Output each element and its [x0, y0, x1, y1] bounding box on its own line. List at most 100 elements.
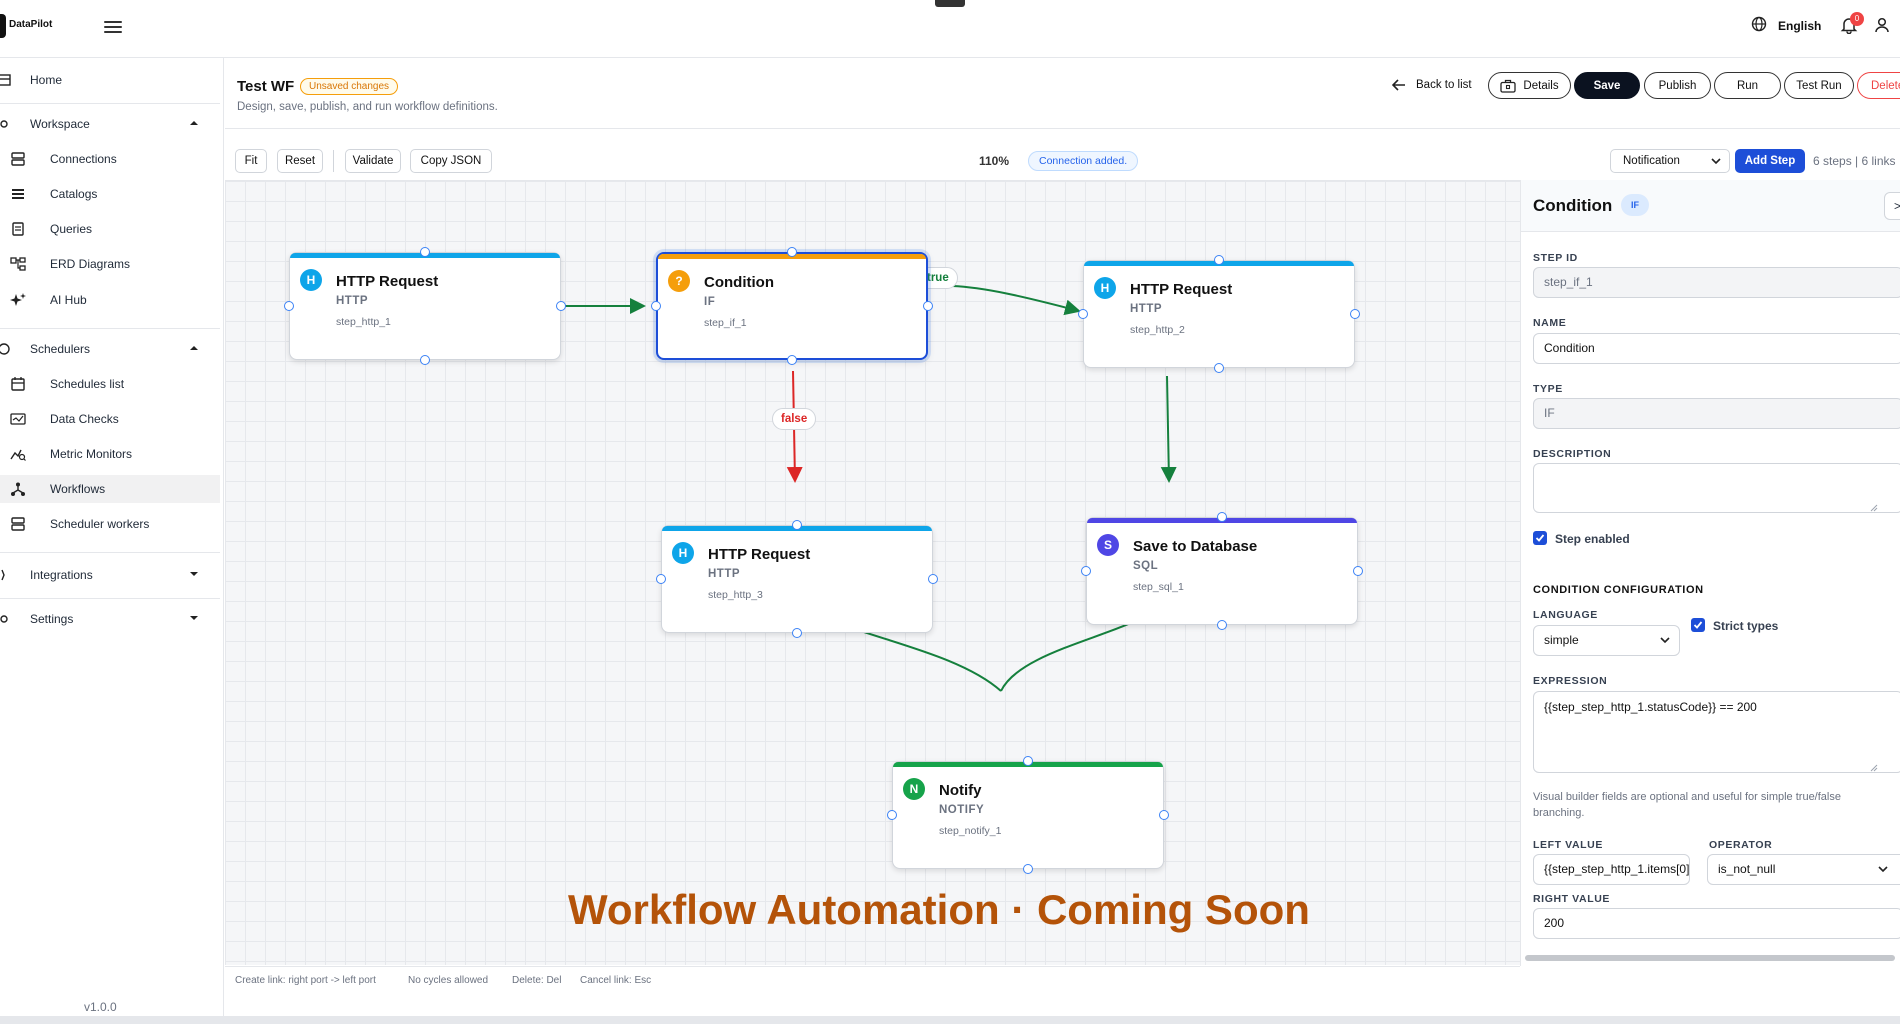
right-value-label: Right value — [1533, 893, 1610, 905]
port-bottom[interactable] — [1217, 620, 1227, 630]
node-title: Save to Database — [1133, 538, 1258, 555]
step-enabled-checkbox[interactable] — [1533, 531, 1547, 545]
user-icon[interactable] — [1873, 16, 1891, 34]
port-output[interactable] — [928, 574, 938, 584]
language-selector[interactable]: English — [1778, 19, 1822, 33]
port-bottom[interactable] — [420, 355, 430, 365]
test-run-button[interactable]: Test Run — [1784, 72, 1854, 99]
resize-handle-icon[interactable] — [1870, 504, 1878, 512]
left-value-field[interactable]: {{step_step_http_1.items[0] — [1533, 854, 1690, 885]
operator-value: is_not_null — [1718, 862, 1776, 876]
collapse-panel-button[interactable]: > — [1884, 192, 1900, 220]
node-step-id: step_http_2 — [1130, 324, 1185, 336]
workflow-node-condition[interactable]: ? Condition IF step_if_1 — [656, 252, 928, 360]
operator-label: Operator — [1709, 839, 1773, 851]
port-top[interactable] — [420, 247, 430, 257]
sidebar-item-data-checks[interactable]: Data Checks — [0, 405, 220, 433]
port-input[interactable] — [887, 810, 897, 820]
port-output[interactable] — [923, 301, 933, 311]
sidebar-item-metric-monitors[interactable]: Metric Monitors — [0, 440, 220, 468]
sidebar-item-queries[interactable]: Queries — [0, 215, 220, 243]
sidebar-item-workflows[interactable]: Workflows — [0, 475, 220, 503]
sidebar-item-home[interactable]: Home — [0, 66, 220, 94]
globe-icon[interactable] — [1751, 16, 1767, 32]
save-button[interactable]: Save — [1574, 72, 1640, 99]
step-properties-panel: Condition IF > Step ID step_if_1 Name Co… — [1520, 180, 1900, 966]
add-step-button[interactable]: Add Step — [1735, 149, 1805, 173]
workflow-canvas[interactable]: true false H HTTP Request HTTP step_http… — [225, 180, 1520, 965]
port-input[interactable] — [284, 301, 294, 311]
sidebar-group-settings[interactable]: Settings — [0, 605, 220, 633]
copy-json-button[interactable]: Copy JSON — [410, 149, 492, 173]
node-title: Notify — [939, 782, 982, 799]
port-bottom[interactable] — [1023, 864, 1033, 874]
sidebar-group-workspace[interactable]: Workspace — [0, 110, 220, 138]
description-field[interactable] — [1533, 463, 1900, 513]
chevron-up-icon — [190, 346, 198, 350]
port-output[interactable] — [1350, 309, 1360, 319]
horizontal-scrollbar[interactable] — [1525, 955, 1895, 961]
node-step-id: step_http_3 — [708, 589, 763, 601]
port-bottom[interactable] — [792, 628, 802, 638]
workflow-node-http-3[interactable]: H HTTP Request HTTP step_http_3 — [661, 525, 933, 633]
edge-http2-to-sql — [1160, 375, 1177, 483]
port-input[interactable] — [1081, 566, 1091, 576]
edge-label-false[interactable]: false — [772, 408, 817, 430]
chevron-down-icon — [1878, 866, 1888, 873]
language-select[interactable]: simple — [1533, 625, 1680, 656]
step-enabled-label: Step enabled — [1555, 532, 1630, 546]
port-top[interactable] — [792, 520, 802, 530]
divider — [0, 103, 220, 104]
workflow-node-sql[interactable]: S Save to Database SQL step_sql_1 — [1086, 517, 1358, 625]
port-output[interactable] — [1159, 810, 1169, 820]
sidebar-item-label: Workflows — [50, 482, 106, 496]
port-output[interactable] — [1353, 566, 1363, 576]
node-type-badge: H — [1094, 277, 1116, 299]
sidebar-item-schedules-list[interactable]: Schedules list — [0, 370, 220, 398]
page-title: Test WF — [237, 78, 295, 95]
validate-button[interactable]: Validate — [345, 149, 401, 173]
port-top[interactable] — [1217, 512, 1227, 522]
port-top[interactable] — [1023, 756, 1033, 766]
publish-button[interactable]: Publish — [1644, 72, 1711, 99]
sidebar-group-schedulers[interactable]: Schedulers — [0, 335, 220, 363]
port-top[interactable] — [1214, 255, 1224, 265]
sidebar-item-erd-diagrams[interactable]: ERD Diagrams — [0, 250, 220, 278]
brand-name[interactable]: DataPilot — [9, 19, 53, 30]
details-button[interactable]: Details — [1488, 72, 1571, 99]
hint-cancel-link: Cancel link: Esc — [580, 975, 652, 986]
name-field[interactable]: Condition — [1533, 333, 1900, 364]
right-value-field[interactable]: 200 — [1533, 908, 1900, 939]
reset-button[interactable]: Reset — [277, 149, 323, 173]
port-input[interactable] — [656, 574, 666, 584]
run-button[interactable]: Run — [1714, 72, 1781, 99]
workflow-node-http-1[interactable]: H HTTP Request HTTP step_http_1 — [289, 252, 561, 360]
divider — [333, 150, 334, 172]
sidebar-group-integrations[interactable]: Integrations — [0, 561, 220, 589]
sidebar-item-catalogs[interactable]: Catalogs — [0, 180, 220, 208]
fit-button[interactable]: Fit — [235, 149, 267, 173]
sidebar-item-connections[interactable]: Connections — [0, 145, 220, 173]
port-top[interactable] — [787, 247, 797, 257]
step-type-select[interactable]: Notification — [1610, 149, 1730, 173]
node-type-badge: S — [1097, 534, 1119, 556]
step-type-pill: IF — [1621, 194, 1649, 216]
port-input[interactable] — [651, 301, 661, 311]
delete-button[interactable]: Delete — [1857, 72, 1900, 99]
expression-field[interactable]: {{step_step_http_1.statusCode}} == 200 — [1533, 691, 1900, 773]
type-field[interactable]: IF — [1533, 398, 1900, 429]
resize-handle-icon[interactable] — [1870, 764, 1878, 772]
strict-types-checkbox[interactable] — [1691, 618, 1705, 632]
port-output[interactable] — [556, 301, 566, 311]
workflow-node-http-2[interactable]: H HTTP Request HTTP step_http_2 — [1083, 260, 1355, 368]
step-id-field[interactable]: step_if_1 — [1533, 267, 1900, 298]
port-bottom[interactable] — [787, 355, 797, 365]
menu-toggle-icon[interactable] — [104, 18, 122, 34]
port-bottom[interactable] — [1214, 363, 1224, 373]
sidebar-item-scheduler-workers[interactable]: Scheduler workers — [0, 510, 220, 538]
sidebar-item-ai-hub[interactable]: AI Hub — [0, 286, 220, 314]
port-input[interactable] — [1078, 309, 1088, 319]
workflow-node-notify[interactable]: N Notify NOTIFY step_notify_1 — [892, 761, 1164, 869]
top-bar: DataPilot English 0 — [0, 0, 1900, 58]
operator-select[interactable]: is_not_null — [1707, 854, 1900, 885]
